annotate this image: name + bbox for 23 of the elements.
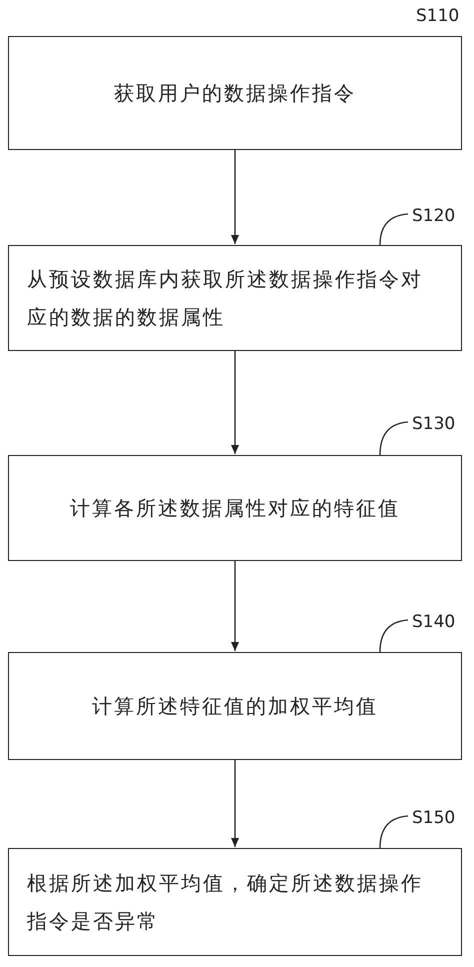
step-number: S110 bbox=[416, 6, 460, 26]
leader-line bbox=[379, 619, 408, 652]
step-number: S150 bbox=[412, 808, 456, 828]
step-text: 计算所述特征值的加权平均值 bbox=[92, 693, 378, 720]
process-box bbox=[8, 245, 462, 351]
leader-line bbox=[379, 421, 408, 456]
arrow bbox=[231, 760, 239, 847]
step-text: 获取用户的数据操作指令 bbox=[114, 80, 356, 107]
step-text: 根据所述加权平均值，确定所述数据操作指令是否异常 bbox=[27, 870, 424, 935]
step-text: 计算各所述数据属性对应的特征值 bbox=[70, 495, 400, 522]
process-box bbox=[8, 36, 462, 150]
process-box bbox=[8, 652, 462, 760]
process-box bbox=[8, 455, 462, 561]
leader-line bbox=[379, 213, 408, 246]
arrow bbox=[231, 561, 239, 651]
step-number: S130 bbox=[412, 414, 456, 434]
arrow bbox=[231, 150, 239, 244]
step-number: S140 bbox=[412, 612, 456, 632]
leader-line bbox=[379, 815, 408, 848]
step-number: S120 bbox=[412, 206, 456, 226]
step-text: 从预设数据库内获取所述数据操作指令对应的数据的数据属性 bbox=[27, 266, 424, 331]
arrow bbox=[231, 351, 239, 454]
process-box bbox=[8, 848, 462, 956]
